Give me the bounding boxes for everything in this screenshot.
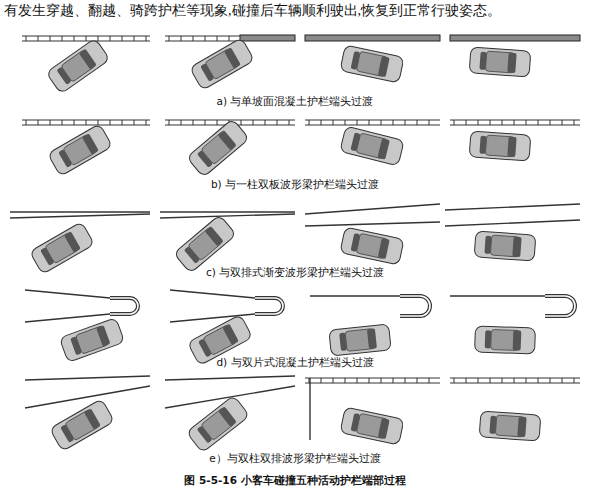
- car: [48, 124, 113, 177]
- car: [469, 47, 531, 77]
- car: [46, 38, 110, 94]
- car: [186, 395, 249, 452]
- crash-panel: [450, 120, 580, 161]
- car: [190, 38, 255, 91]
- panel-caption: a) 与单坡面混凝土护栏端头过渡: [0, 95, 590, 109]
- car: [30, 222, 95, 275]
- crash-panel: [25, 376, 150, 451]
- car: [340, 126, 405, 166]
- car: [469, 131, 531, 161]
- car: [479, 411, 541, 441]
- crash-panel: [22, 120, 150, 176]
- body-text: 有发生穿越、翻越、骑跨护栏等现象,碰撞后车辆顺利驶出,恢复到正常行驶姿态。: [4, 2, 501, 20]
- car: [340, 407, 404, 445]
- car: [50, 399, 115, 452]
- crash-panel: [305, 204, 440, 265]
- panel-caption: e）与双柱双排波形梁护栏端头过渡: [0, 452, 590, 466]
- panel-caption: d) 与双片式混凝土护栏端头过渡: [0, 356, 590, 370]
- panel-caption: b) 与一柱双板波形梁护栏端头过渡: [0, 178, 590, 192]
- crash-panel: [25, 290, 138, 362]
- crash-panel: [22, 36, 150, 94]
- car: [475, 326, 536, 354]
- crash-panel: [165, 35, 295, 90]
- crash-panel: [310, 296, 430, 356]
- figure-caption: 图 5-5-16 小客车碰撞五种活动护栏端部过程: [0, 474, 590, 488]
- crash-panel: [450, 296, 575, 354]
- car: [340, 227, 404, 265]
- car: [59, 318, 124, 363]
- panel-caption: c) 与双排式渐变波形梁护栏端头过渡: [0, 266, 590, 280]
- car: [174, 215, 237, 273]
- car: [474, 231, 536, 261]
- crash-panel: [305, 35, 440, 83]
- crash-panel: [445, 204, 580, 261]
- crash-panel: [165, 376, 295, 453]
- crash-panel: [10, 212, 150, 274]
- crash-panel: [160, 212, 295, 273]
- crash-panel: [305, 120, 440, 166]
- crash-panel: [305, 378, 440, 445]
- crash-panel: [450, 378, 580, 441]
- car: [340, 45, 404, 83]
- crash-panel: [165, 119, 295, 177]
- car: [329, 324, 391, 356]
- crash-panel: [170, 290, 283, 366]
- car: [187, 119, 250, 177]
- crash-panel: [450, 35, 580, 77]
